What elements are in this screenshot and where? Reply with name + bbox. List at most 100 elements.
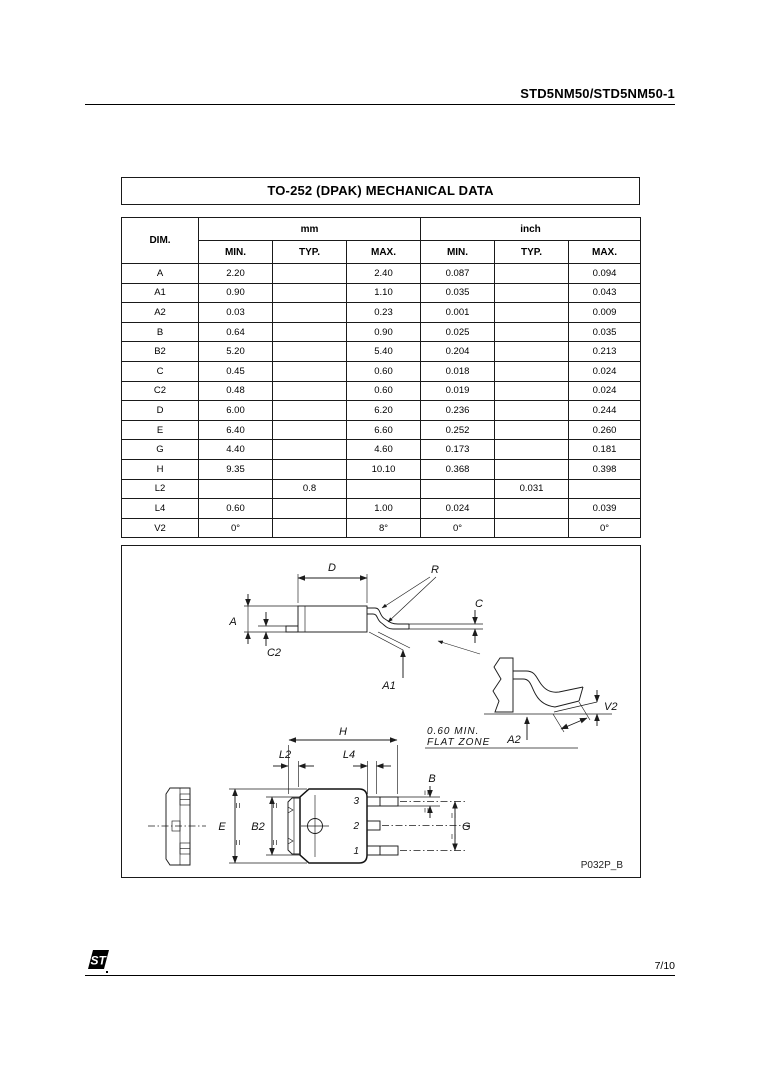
value-cell: 9.35 xyxy=(198,458,273,480)
pin-3-label: 3 xyxy=(353,796,359,807)
value-cell: 0° xyxy=(568,517,641,539)
value-cell: 0.009 xyxy=(568,302,641,323)
inch-typ-header: TYP. xyxy=(494,240,569,264)
value-cell xyxy=(272,419,347,441)
value-cell: 2.20 xyxy=(198,263,273,284)
header-rule xyxy=(85,104,675,106)
value-cell xyxy=(494,263,569,284)
mm-min-header: MIN. xyxy=(198,240,273,264)
value-cell: 6.00 xyxy=(198,400,273,421)
value-cell: 0.45 xyxy=(198,360,273,382)
value-cell xyxy=(272,282,347,304)
dim-cell: A2 xyxy=(121,302,199,323)
side-view: D A C2 xyxy=(228,562,483,692)
value-cell: 0.244 xyxy=(568,400,641,421)
value-cell: 0° xyxy=(198,517,273,539)
inch-min-header: MIN. xyxy=(420,240,495,264)
value-cell xyxy=(494,517,569,539)
dim-label-e: E xyxy=(218,821,226,833)
dim-cell: D xyxy=(121,400,199,421)
mm-max-header: MAX. xyxy=(346,240,421,264)
value-cell: 0.181 xyxy=(568,439,641,460)
value-cell: 0.60 xyxy=(346,380,421,402)
dim-cell: H xyxy=(121,458,199,480)
document-title: STD5NM50/STD5NM50-1 xyxy=(520,86,675,101)
value-cell xyxy=(494,321,569,343)
value-cell: 0.23 xyxy=(346,302,421,323)
dim-cell: A1 xyxy=(121,282,199,304)
dim-cell: L4 xyxy=(121,498,199,519)
value-cell: 0.043 xyxy=(568,282,641,304)
value-cell: 0.031 xyxy=(494,478,569,500)
st-logo-icon: ST xyxy=(88,950,109,973)
value-cell xyxy=(494,360,569,382)
value-cell xyxy=(494,282,569,304)
value-cell: 0.094 xyxy=(568,263,641,284)
value-cell xyxy=(346,478,421,500)
dim-label-d: D xyxy=(328,562,336,574)
dim-label-b: B xyxy=(428,773,435,785)
footer-rule xyxy=(85,975,675,977)
pin-2-label: 2 xyxy=(352,821,359,832)
value-cell: 2.40 xyxy=(346,263,421,284)
dim-label-l2: L2 xyxy=(279,749,291,761)
value-cell: 0.60 xyxy=(198,498,273,519)
value-cell: 0.03 xyxy=(198,302,273,323)
dim-cell: V2 xyxy=(121,517,199,539)
value-cell: 0.252 xyxy=(420,419,495,441)
table-header-row-subs: MIN. TYP. MAX. MIN. TYP. MAX. xyxy=(122,240,641,264)
page-number: 7/10 xyxy=(654,960,675,972)
value-cell: 0.398 xyxy=(568,458,641,480)
value-cell: 5.40 xyxy=(346,341,421,362)
dim-label-v2: V2 xyxy=(604,701,617,713)
value-cell: 8° xyxy=(346,517,421,539)
value-cell: 0.019 xyxy=(420,380,495,402)
value-cell: 0.173 xyxy=(420,439,495,460)
dim-label-l4: L4 xyxy=(343,749,355,761)
value-cell: 6.20 xyxy=(346,400,421,421)
dim-label-c: C xyxy=(475,598,483,610)
value-cell: 0.001 xyxy=(420,302,495,323)
value-cell: 0.8 xyxy=(272,478,347,500)
value-cell xyxy=(494,458,569,480)
dim-cell: G xyxy=(121,439,199,460)
lead-detail-view: V2 A2 0.60 MIN. FLAT ZONE xyxy=(425,657,617,749)
value-cell xyxy=(494,439,569,460)
value-cell: 6.40 xyxy=(198,419,273,441)
section-title: TO-252 (DPAK) MECHANICAL DATA xyxy=(267,183,494,198)
inch-max-header: MAX. xyxy=(568,240,641,264)
dim-cell: L2 xyxy=(121,478,199,500)
st-logo: ST xyxy=(84,947,110,980)
value-cell xyxy=(494,498,569,519)
value-cell: 0.018 xyxy=(420,360,495,382)
dim-header-cell: DIM. xyxy=(121,217,199,264)
value-cell: 1.10 xyxy=(346,282,421,304)
dim-cell: E xyxy=(121,419,199,441)
value-cell xyxy=(272,458,347,480)
flat-zone-text-2: FLAT ZONE xyxy=(427,737,490,748)
inch-group-header: inch xyxy=(420,217,641,241)
value-cell: 0.60 xyxy=(346,360,421,382)
value-cell xyxy=(494,400,569,421)
profile-view xyxy=(148,787,206,866)
value-cell xyxy=(272,302,347,323)
value-cell: 0.035 xyxy=(568,321,641,343)
value-cell: 0.024 xyxy=(420,498,495,519)
value-cell: 5.20 xyxy=(198,341,273,362)
dim-label-a: A xyxy=(228,616,236,628)
value-cell: 0.025 xyxy=(420,321,495,343)
value-cell xyxy=(420,478,495,500)
flat-zone-text-1: 0.60 MIN. xyxy=(427,726,479,737)
mm-group-header: mm xyxy=(198,217,421,241)
value-cell: 0.90 xyxy=(198,282,273,304)
